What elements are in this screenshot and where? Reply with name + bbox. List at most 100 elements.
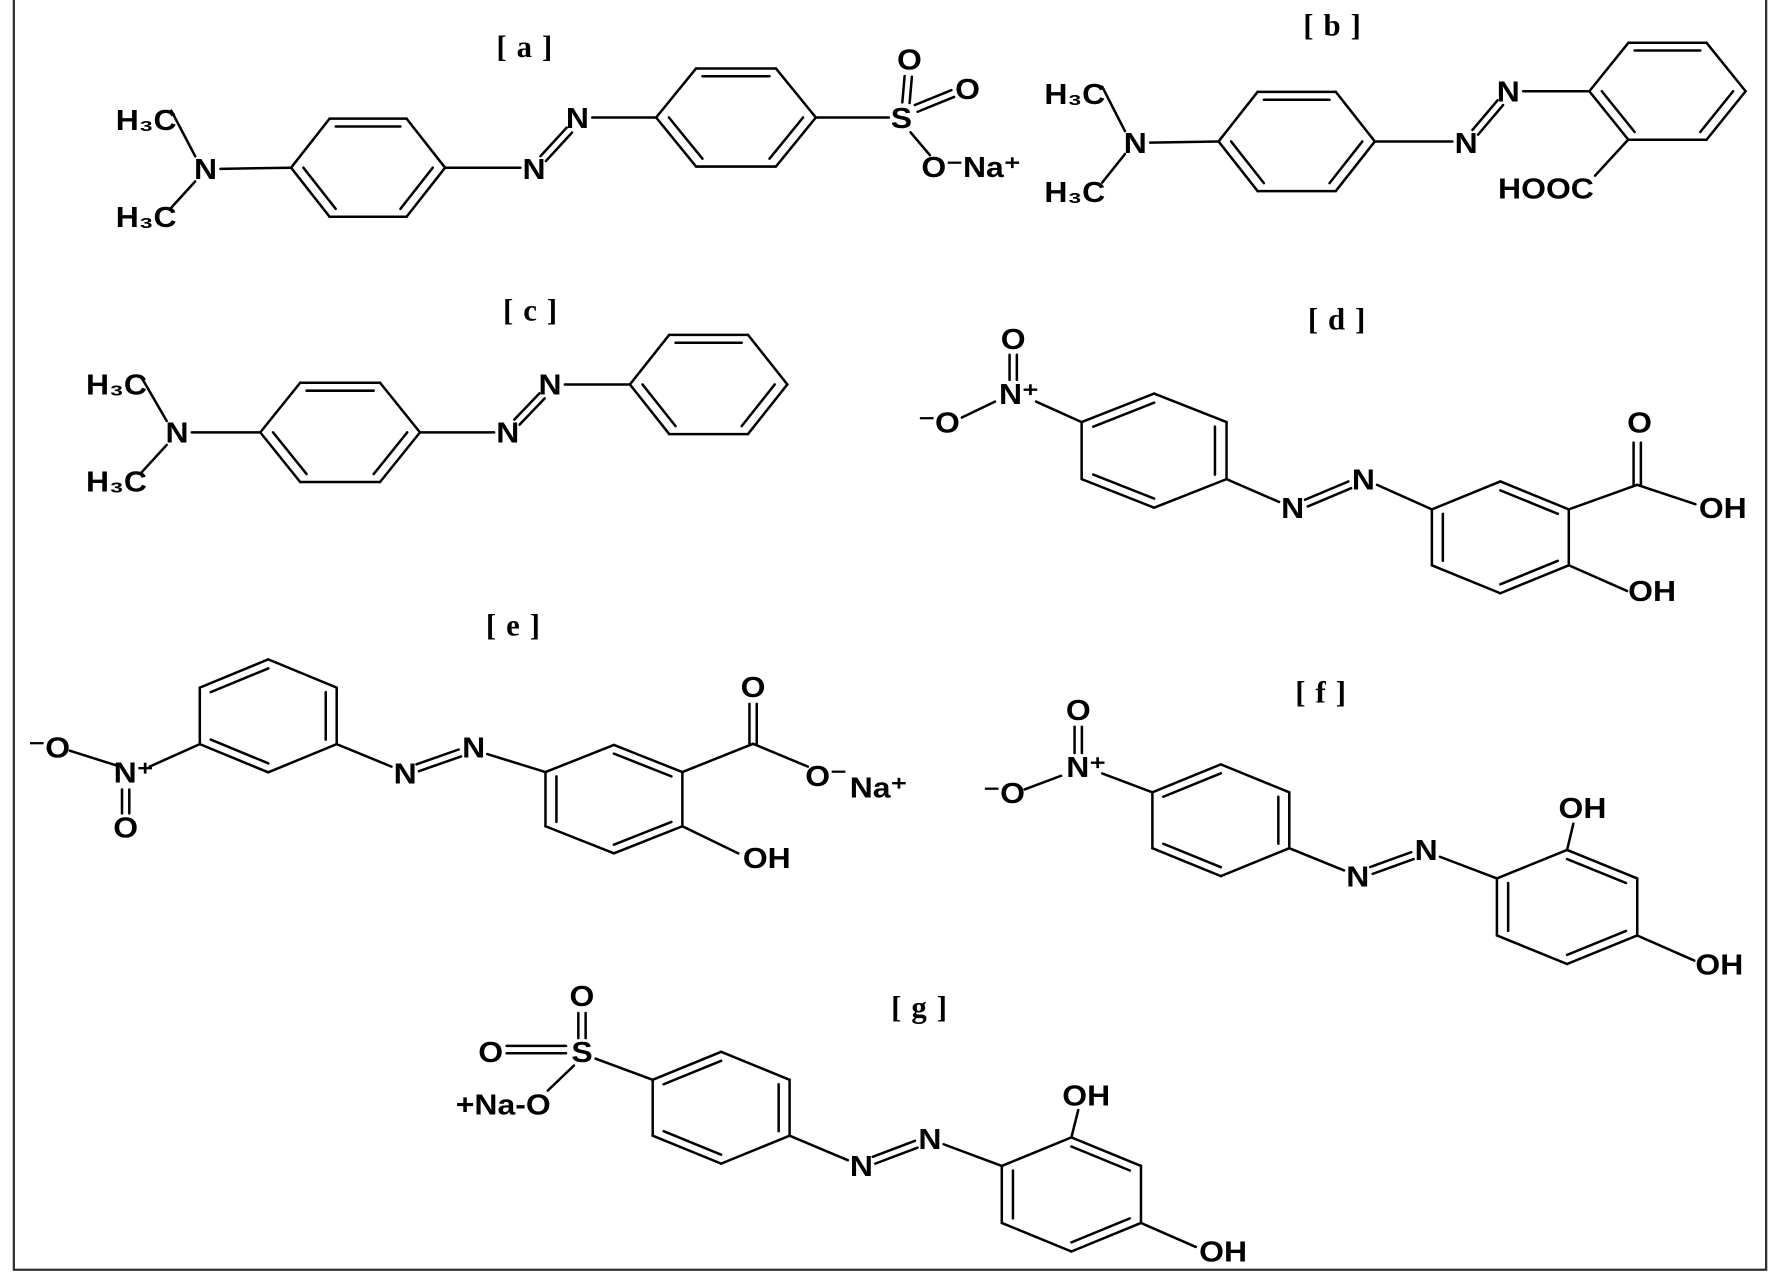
double-bond-line: [1476, 103, 1505, 136]
benzene-ring-edge: [1000, 1136, 1073, 1168]
methyl-bottom-label: H₃C: [1044, 177, 1105, 208]
nitro-oxygen-top-label: O: [1001, 325, 1026, 356]
benzene-ring-edge: [1152, 392, 1228, 424]
azo-nitrogen-2-label: N: [1352, 465, 1375, 496]
azo-nitrogen-2-label: N: [539, 370, 562, 401]
benzene-ring-inner-double-bond: [399, 166, 435, 211]
benzene-ring-edge: [1495, 848, 1569, 880]
benzene-ring-inner-double-bond: [662, 1129, 723, 1156]
benzene-ring-edge: [378, 431, 422, 484]
azo-nitrogen-2-label: N: [1415, 836, 1438, 867]
structure-g-tag: [ g ]: [891, 991, 948, 1025]
double-bond-line: [913, 88, 953, 107]
sulfur-label: S: [891, 103, 912, 134]
sulfonate-sodium-label: O⁻Na⁺: [921, 152, 1020, 183]
benzene-ring-edge: [266, 742, 338, 774]
benzene-ring-edge: [1217, 90, 1259, 143]
benzene-ring-edge: [628, 333, 671, 386]
azo-nitrogen-2-label: N: [1497, 77, 1520, 108]
single-bond: [148, 742, 202, 768]
benzene-ring-edge: [612, 824, 684, 855]
benzene-ring-edge: [719, 1050, 791, 1082]
benzene-ring-inner-double-bond: [1565, 929, 1628, 957]
sulfonyl-oxygen-top-label: O: [897, 45, 922, 76]
benzene-ring-edge: [651, 1050, 723, 1082]
benzene-ring-edge: [378, 381, 422, 434]
benzene-ring-edge: [1499, 564, 1571, 595]
benzene-ring-inner-double-bond: [1070, 1145, 1132, 1172]
benzene-ring-edge: [1588, 41, 1630, 93]
structure-g: [ g ] O O S +Na-O N N OH OH: [456, 982, 1247, 1269]
single-bond: [170, 180, 197, 209]
structure-f-bonds: [1023, 725, 1696, 966]
benzene-ring-inner-double-bond: [612, 820, 673, 846]
hydroxyl-top-label: OH: [1062, 1081, 1110, 1112]
benzene-ring-edge: [746, 333, 789, 386]
single-bond: [1070, 1108, 1080, 1139]
nitro-oxygen-top-label: O: [1066, 695, 1091, 726]
benzene-ring-edge: [259, 431, 302, 484]
benzene-ring-edge: [405, 117, 447, 169]
single-bond: [1567, 564, 1629, 593]
single-bond: [751, 742, 810, 768]
double-bond-line: [415, 748, 460, 766]
double-bond-line: [513, 392, 541, 421]
structure-g-bonds: [505, 1011, 1197, 1253]
benzene-ring-edge: [1588, 90, 1630, 142]
structure-e-bonds: [68, 658, 810, 855]
benzene-ring-edge: [266, 658, 338, 689]
sulfonyl-oxygen-left-label: O: [478, 1038, 503, 1069]
phenol-hydroxyl-label: OH: [1628, 577, 1676, 608]
methyl-bottom-label: H₃C: [116, 203, 177, 234]
single-bond: [681, 824, 740, 855]
structure-d-bonds: [960, 353, 1697, 595]
benzene-ring-edge: [1151, 846, 1223, 878]
double-bond-line: [1471, 99, 1499, 132]
azo-nitrogen-1-label: N: [850, 1152, 873, 1183]
structure-c-bonds: [140, 333, 789, 484]
amine-nitrogen-label: N: [1124, 128, 1147, 159]
single-bond: [170, 109, 197, 158]
azo-nitrogen-2-label: N: [462, 733, 485, 764]
structure-b-tag: [ b ]: [1303, 8, 1362, 42]
benzene-ring-inner-double-bond: [209, 667, 270, 694]
nitro-nitrogen-label: N⁺: [114, 758, 154, 789]
hydroxyl-top-label: OH: [1559, 793, 1607, 824]
benzene-ring-inner-double-bond: [768, 116, 805, 160]
acid-hydroxyl-label: OH: [1699, 493, 1747, 524]
benzene-ring-edge: [654, 116, 698, 168]
structure-a-tag: [ a ]: [496, 30, 553, 64]
double-bond-line: [1303, 480, 1350, 501]
benzene-ring-inner-double-bond: [302, 166, 337, 211]
single-bond: [1139, 1221, 1197, 1249]
benzene-ring-edge: [289, 117, 331, 169]
benzene-ring-inner-double-bond: [209, 738, 270, 765]
nitro-nitrogen-label: N⁺: [1066, 752, 1106, 783]
benzene-ring-edge: [289, 166, 331, 219]
benzene-ring-edge: [1219, 763, 1291, 794]
benzene-ring-edge: [654, 67, 698, 119]
single-bond: [486, 752, 547, 774]
benzene-ring-edge: [198, 658, 270, 689]
single-bond: [1034, 400, 1083, 424]
single-bond: [1375, 483, 1434, 511]
single-bond: [1593, 138, 1630, 177]
benzene-ring-edge: [1705, 41, 1747, 93]
single-bond: [960, 400, 997, 419]
double-bond-line: [1371, 857, 1415, 876]
benzene-ring-edge: [1219, 846, 1291, 878]
structure-b: [ b ] H₃C H₃C N N N HOOC: [1044, 8, 1747, 209]
methyl-bottom-label: H₃C: [86, 467, 147, 498]
single-bond: [1023, 774, 1063, 791]
nitro-oxygen-anion-label: ⁻O: [918, 408, 960, 439]
hydroxyl-right-label: OH: [1695, 950, 1743, 981]
benzene-ring-inner-double-bond: [1162, 842, 1223, 869]
azo-nitrogen-1-label: N: [523, 155, 546, 186]
benzene-ring-inner-double-bond: [1499, 559, 1560, 586]
benzene-ring-inner-double-bond: [1499, 489, 1560, 516]
benzene-ring-edge: [1430, 564, 1502, 595]
benzene-ring-edge: [1070, 1221, 1143, 1253]
benzene-ring-edge: [544, 743, 616, 774]
nitro-oxygen-bottom-label: O: [113, 813, 138, 844]
amine-nitrogen-label: N: [165, 418, 188, 449]
